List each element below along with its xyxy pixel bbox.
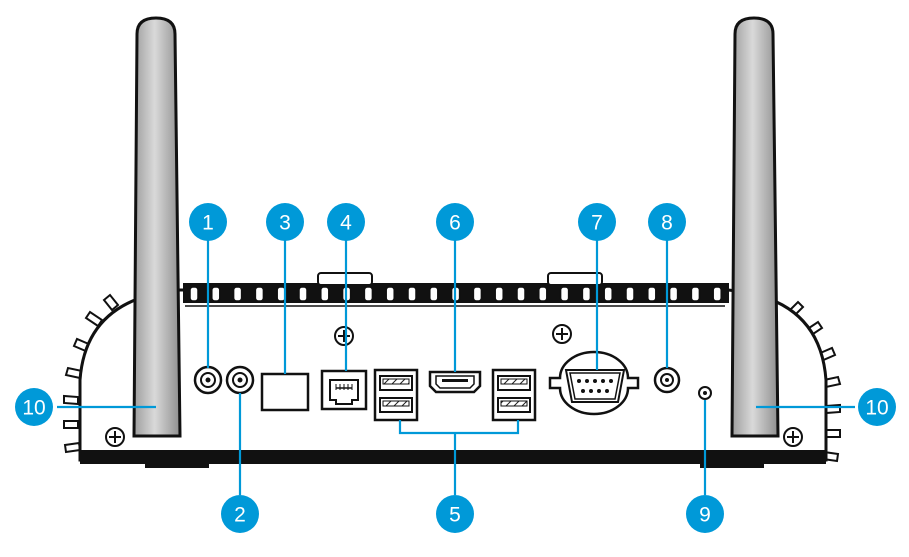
callout-c5: 5	[436, 495, 474, 533]
callout-bubble	[578, 203, 616, 241]
callout-number: 2	[234, 504, 246, 527]
fin-notch	[538, 286, 548, 302]
callout-c7: 7	[578, 203, 616, 241]
callout-c4: 4	[327, 203, 365, 241]
callout-number: 5	[449, 504, 461, 527]
callout-bubble	[686, 495, 724, 533]
fin-notch	[559, 286, 570, 302]
antenna-left	[132, 16, 182, 438]
fin-notch	[712, 286, 722, 302]
callout-c9: 9	[686, 495, 724, 533]
fin-notch	[320, 286, 330, 302]
screw-icon	[334, 326, 354, 346]
callout-number: 4	[340, 212, 352, 235]
callout-c2: 2	[221, 495, 259, 533]
audio-jack-1	[193, 365, 223, 395]
callout-number: 6	[449, 212, 461, 235]
callout-c8: 8	[648, 203, 686, 241]
dc-power-jack	[653, 366, 681, 394]
callout-c1: 1	[189, 203, 227, 241]
fin-notch	[232, 286, 243, 302]
fin-notch	[472, 286, 483, 302]
callout-c10r: 10	[858, 388, 896, 426]
sim-slot	[260, 372, 310, 412]
antenna-right	[730, 16, 780, 438]
fin-notch	[407, 286, 417, 302]
fin-notch	[668, 286, 679, 302]
callout-bubble	[436, 495, 474, 533]
callout-bubble	[15, 388, 53, 426]
callout-bubble	[221, 495, 259, 533]
callout-number: 10	[865, 397, 888, 420]
callout-number: 3	[279, 212, 291, 235]
callout-bubble	[436, 203, 474, 241]
callout-number: 8	[661, 212, 673, 235]
audio-jack-2	[225, 365, 255, 395]
screw-icon	[783, 427, 803, 447]
callout-leader-lines	[57, 236, 855, 495]
db9-serial-port	[548, 350, 640, 416]
callout-bubble	[327, 203, 365, 241]
fin-notch	[363, 286, 374, 302]
callout-number: 7	[591, 212, 603, 235]
fin-notch	[298, 286, 308, 302]
hdmi-port	[428, 370, 482, 394]
callout-c3: 3	[266, 203, 304, 241]
callout-c6: 6	[436, 203, 474, 241]
fin-notch	[625, 286, 635, 302]
fin-notch	[647, 286, 657, 302]
callout-c10l: 10	[15, 388, 53, 426]
fin-notch	[581, 286, 592, 302]
indicator-led	[698, 386, 712, 400]
fin-notch	[690, 286, 701, 302]
fin-notch	[189, 286, 199, 302]
fin-notch	[603, 286, 613, 302]
fin-notch	[429, 286, 439, 302]
callout-number: 9	[699, 504, 711, 527]
top-latch-right	[547, 272, 603, 286]
callout-number: 1	[202, 212, 214, 235]
fin-notch	[254, 286, 265, 302]
screw-icon	[552, 324, 572, 344]
left-cooling-fins	[63, 293, 120, 454]
screw-icon	[105, 427, 125, 447]
top-fin-notches	[189, 286, 722, 302]
callout-bubble	[648, 203, 686, 241]
callout-bubble	[266, 203, 304, 241]
usb-ports-right	[491, 368, 537, 422]
callout-number: 10	[22, 397, 45, 420]
usb-ports-left	[373, 368, 419, 422]
callout-bubble	[189, 203, 227, 241]
callout-bubble	[858, 388, 896, 426]
fin-notch	[516, 286, 526, 302]
fin-notch	[211, 286, 221, 302]
fin-notch	[385, 286, 395, 302]
fin-notch	[494, 286, 504, 302]
ethernet-port	[320, 369, 368, 411]
